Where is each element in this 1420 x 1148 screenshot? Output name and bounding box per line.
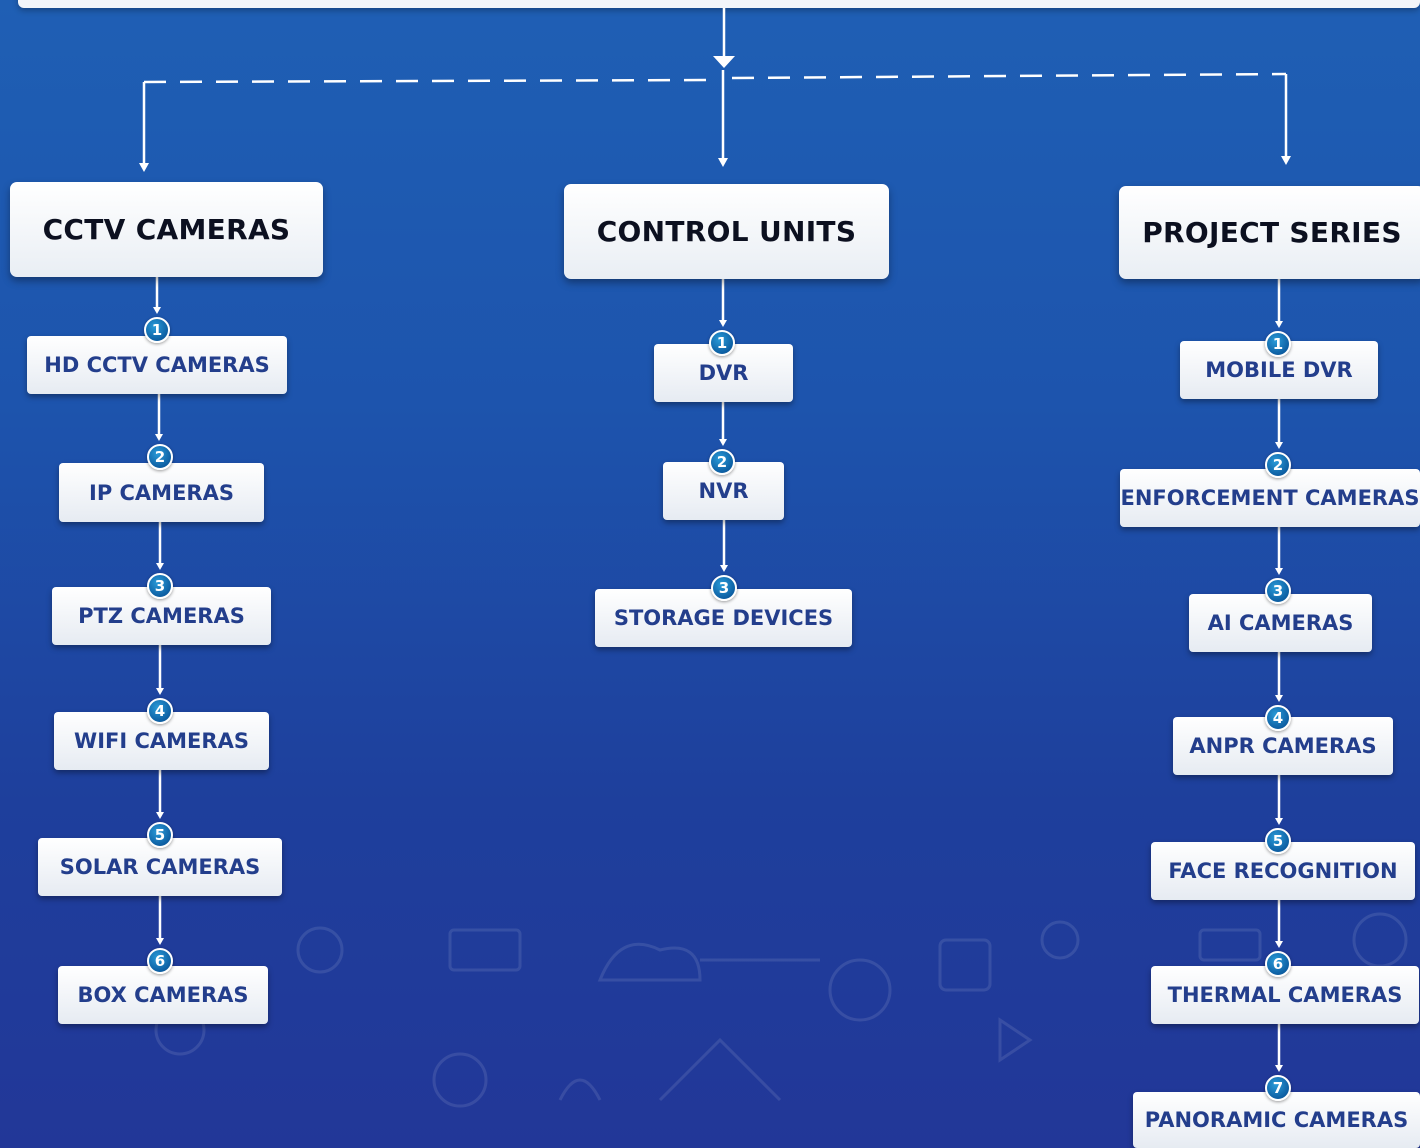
item-hd-cctv-cameras: HD CCTV CAMERAS [27, 336, 287, 394]
arrow-down-icon [719, 439, 727, 446]
heading-control-units: CONTROL UNITS [564, 184, 889, 279]
arrow-down-icon [156, 688, 164, 695]
item-panoramic-cameras: PANORAMIC CAMERAS [1133, 1092, 1420, 1148]
item-thermal-cameras: THERMAL CAMERAS [1151, 966, 1419, 1024]
arrow-down-icon [139, 163, 149, 172]
connector-line [143, 78, 717, 84]
arrow-down-icon [713, 56, 735, 68]
arrow-down-icon [156, 812, 164, 819]
arrow-down-icon [718, 158, 728, 167]
arrow-down-icon [719, 320, 727, 327]
arrow-down-icon [1275, 818, 1283, 825]
number-badge-icon: 2 [147, 444, 173, 470]
number-badge-icon: 5 [147, 822, 173, 848]
heading-project-series: PROJECT SERIES [1119, 186, 1420, 279]
arrow-down-icon [1275, 695, 1283, 702]
arrow-down-icon [1275, 941, 1283, 948]
item-anpr-cameras: ANPR CAMERAS [1173, 717, 1393, 775]
arrow-down-icon [153, 307, 161, 314]
arrow-down-icon [1275, 442, 1283, 449]
item-enforcement-cameras: ENFORCEMENT CAMERAS [1120, 469, 1420, 527]
number-badge-icon: 6 [147, 948, 173, 974]
number-badge-icon: 3 [1265, 578, 1291, 604]
number-badge-icon: 1 [1265, 331, 1291, 357]
arrow-down-icon [155, 434, 163, 441]
number-badge-icon: 6 [1265, 951, 1291, 977]
item-ip-cameras: IP CAMERAS [59, 463, 264, 522]
number-badge-icon: 4 [1265, 705, 1291, 731]
arrow-down-icon [156, 938, 164, 945]
arrow-down-icon [1275, 1065, 1283, 1072]
arrow-down-icon [1275, 321, 1283, 328]
number-badge-icon: 3 [711, 575, 737, 601]
number-badge-icon: 1 [709, 330, 735, 356]
arrow-down-icon [720, 565, 728, 572]
connector-line [731, 72, 1287, 80]
number-badge-icon: 4 [147, 698, 173, 724]
heading-cctv-cameras: CCTV CAMERAS [10, 182, 323, 277]
arrow-down-icon [156, 563, 164, 570]
item-box-cameras: BOX CAMERAS [58, 966, 268, 1024]
top-parent-box [18, 0, 1420, 8]
number-badge-icon: 2 [709, 449, 735, 475]
number-badge-icon: 7 [1265, 1075, 1291, 1101]
security-pattern-icon [154, 912, 1408, 1108]
arrow-down-icon [1275, 568, 1283, 575]
number-badge-icon: 5 [1265, 828, 1291, 854]
number-badge-icon: 1 [144, 317, 170, 343]
arrow-down-icon [1281, 156, 1291, 165]
number-badge-icon: 2 [1265, 452, 1291, 478]
number-badge-icon: 3 [147, 573, 173, 599]
